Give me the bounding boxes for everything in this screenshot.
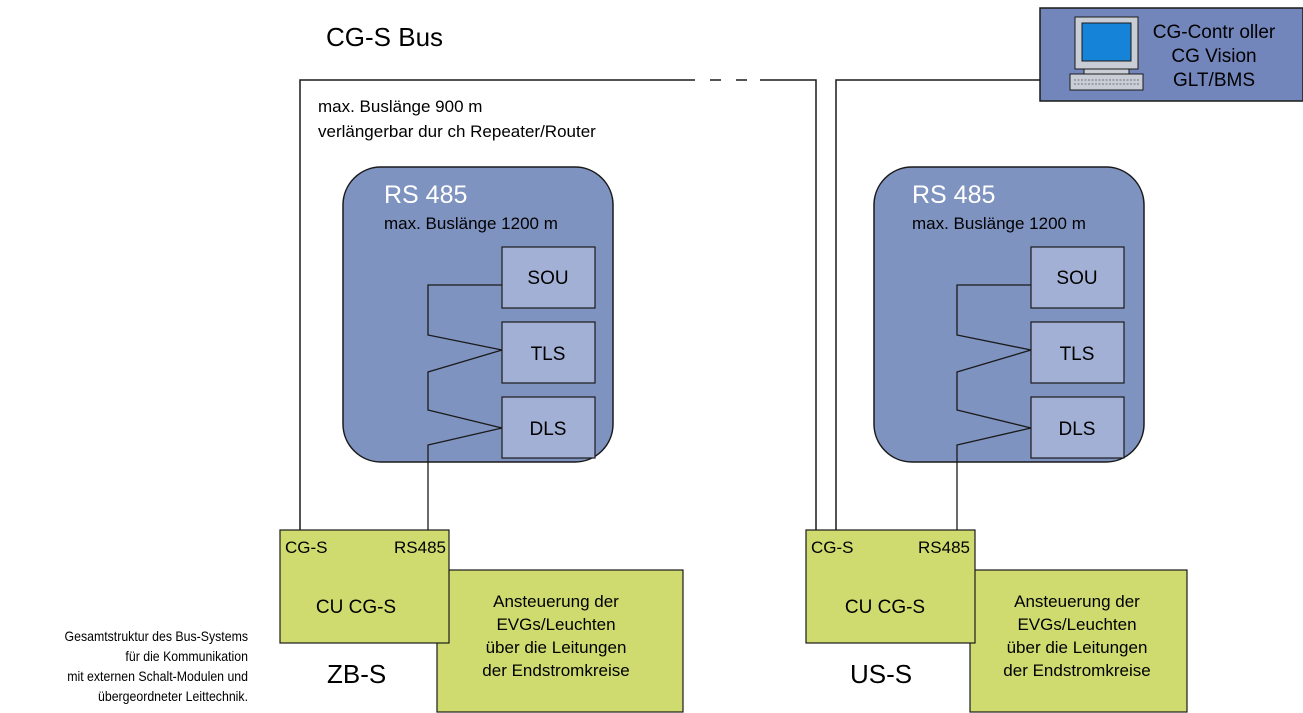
bus-line-right-top bbox=[760, 79, 817, 540]
module-dls-label: DLS bbox=[1059, 419, 1096, 440]
module-tls-label: TLS bbox=[1060, 344, 1095, 365]
bus-extension-note: verlängerbar dur ch Repeater/Router bbox=[318, 122, 596, 141]
control-text-line-4: der Endstromkreise bbox=[482, 661, 629, 680]
module-tls-label: TLS bbox=[531, 344, 566, 365]
module-sou-box bbox=[1030, 246, 1125, 309]
bus-line-left bbox=[299, 79, 695, 540]
bus-line-controller bbox=[835, 79, 1040, 540]
caption-line-3: mit externen Schalt-Modulen und bbox=[67, 668, 248, 684]
module-dls-box bbox=[1030, 396, 1125, 459]
control-text-line-3: über die Leitungen bbox=[486, 638, 627, 657]
controller-line-1: CG-Contr oller bbox=[1153, 22, 1276, 43]
rs485-daisy-chain bbox=[427, 284, 503, 540]
bus-title: CG-S Bus bbox=[326, 22, 443, 52]
segment-name: ZB-S bbox=[327, 659, 386, 689]
rs485-title: RS 485 bbox=[384, 181, 467, 209]
caption-line-2: für die Kommunikation bbox=[125, 648, 248, 664]
module-tls-box bbox=[501, 321, 596, 384]
rs485-title: RS 485 bbox=[912, 181, 995, 209]
segment-us-s: RS 485 max. Buslänge 1200 m SOU TLS DLS … bbox=[805, 166, 1188, 713]
caption-line-4: übergeordneter Leittechnik. bbox=[98, 688, 248, 704]
control-text-line-1: Ansteuerung der bbox=[493, 592, 619, 611]
cu-box bbox=[279, 529, 450, 644]
control-text-line-4: der Endstromkreise bbox=[1003, 661, 1150, 680]
figure-caption: Gesamtstruktur des Bus-Systems für die K… bbox=[56, 626, 248, 706]
rs485-box bbox=[342, 166, 614, 463]
controller-line-3: GLT/BMS bbox=[1173, 70, 1255, 91]
caption-line-1: Gesamtstruktur des Bus-Systems bbox=[64, 628, 248, 644]
control-text-line-3: über die Leitungen bbox=[1007, 638, 1148, 657]
control-text-line-2: EVGs/Leuchten bbox=[1017, 615, 1136, 634]
controller-box: CG-Contr oller CG Vision GLT/BMS bbox=[1039, 7, 1303, 102]
module-sou-box bbox=[501, 246, 596, 309]
rs485-length: max. Buslänge 1200 m bbox=[912, 214, 1086, 233]
module-sou-label: SOU bbox=[527, 268, 568, 289]
segment-zb-s: RS 485 max. Buslänge 1200 m SOU TLS DLS … bbox=[279, 166, 684, 713]
control-text-line-1: Ansteuerung der bbox=[1014, 592, 1140, 611]
segment-name: US-S bbox=[850, 659, 912, 689]
control-box bbox=[969, 569, 1188, 713]
cu-port-rs485: RS485 bbox=[394, 538, 446, 557]
controller-line-2: CG Vision bbox=[1171, 46, 1256, 67]
cu-box bbox=[805, 529, 976, 644]
rs485-length: max. Buslänge 1200 m bbox=[384, 214, 558, 233]
rs485-box bbox=[873, 166, 1145, 463]
cu-label: CU CG-S bbox=[316, 597, 396, 618]
rs485-daisy-chain bbox=[956, 284, 1032, 540]
control-text-line-2: EVGs/Leuchten bbox=[496, 615, 615, 634]
cu-port-rs485: RS485 bbox=[918, 538, 970, 557]
module-tls-box bbox=[1030, 321, 1125, 384]
bus-wiring bbox=[299, 79, 1040, 540]
cu-label: CU CG-S bbox=[845, 597, 925, 618]
cu-port-cgs: CG-S bbox=[285, 538, 328, 557]
module-dls-label: DLS bbox=[530, 419, 567, 440]
computer-icon bbox=[1069, 16, 1144, 91]
cu-port-cgs: CG-S bbox=[811, 538, 854, 557]
control-box bbox=[436, 569, 684, 713]
module-sou-label: SOU bbox=[1056, 268, 1097, 289]
bus-length-note: max. Buslänge 900 m bbox=[318, 97, 482, 116]
